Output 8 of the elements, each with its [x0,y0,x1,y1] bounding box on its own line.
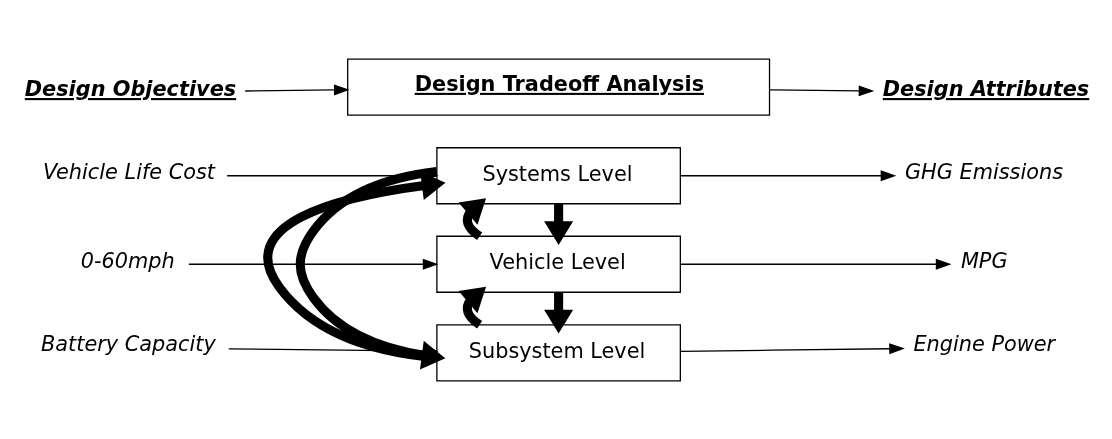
node-text: Design Objectives [24,76,237,101]
node-text: GHG Emissions [904,159,1064,184]
node-text: Battery Capacity [41,331,216,356]
node-text: MPG [960,248,1008,273]
node-text: Design Attributes [882,76,1090,101]
node-text: Engine Power [913,331,1056,356]
node-text: 0-60mph [80,248,175,273]
node-text: Vehicle Life Cost [43,159,215,184]
